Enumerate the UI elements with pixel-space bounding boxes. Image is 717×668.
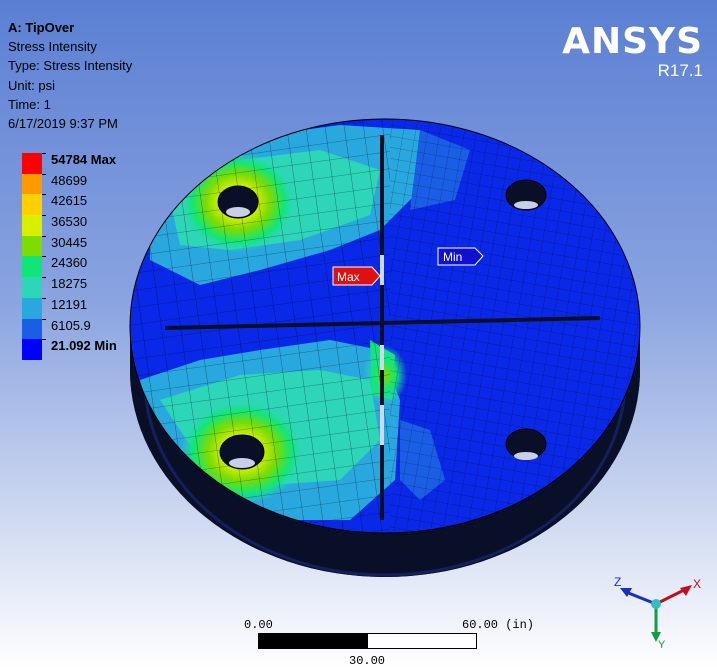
axis-triad[interactable]: X Z Y — [600, 566, 710, 661]
legend-tick — [42, 194, 46, 196]
scale-mid-label: 30.00 — [349, 654, 386, 668]
legend-label: 42615 — [51, 193, 88, 209]
x-axis-arrow: X — [655, 577, 701, 606]
legend-tick — [42, 339, 46, 341]
triad-origin — [651, 599, 661, 609]
legend-label: 54784 Max — [51, 152, 117, 167]
legend-tick — [42, 297, 46, 299]
z-axis-arrow: Z — [614, 575, 657, 606]
y-axis-label: Y — [658, 639, 666, 651]
legend-label: 24360 — [51, 255, 88, 271]
legend-label: 6105.9 — [51, 317, 91, 333]
max-probe-label: Max — [337, 270, 360, 284]
legend-swatch — [22, 215, 42, 236]
logo-text: ANSYS — [562, 21, 703, 62]
legend-label: 18275 — [51, 276, 88, 292]
max-probe[interactable]: Max — [332, 266, 381, 286]
min-probe[interactable]: Min — [437, 247, 484, 266]
result-timestamp: 6/17/2019 9:37 PM — [8, 116, 118, 132]
scale-left-label: 0.00 — [244, 618, 273, 632]
legend-swatch — [22, 153, 42, 174]
legend-tick — [42, 215, 46, 217]
legend-swatch — [22, 173, 42, 195]
result-unit: Unit: psi — [8, 77, 55, 93]
legend-tick — [42, 235, 46, 237]
result-time: Time: 1 — [8, 96, 51, 112]
result-type: Type: Stress Intensity — [8, 58, 133, 74]
legend-swatch — [22, 277, 42, 298]
legend-tick — [42, 153, 46, 154]
legend-tick — [42, 318, 46, 320]
legend-label: 21.092 Min — [51, 338, 117, 354]
legend-swatch — [22, 235, 42, 257]
ansys-logo: ANSYS R17.1 — [562, 24, 703, 82]
result-title: A: TipOver — [8, 20, 75, 35]
z-axis-label: Z — [614, 575, 621, 589]
legend-label: 12191 — [51, 296, 88, 312]
y-axis-arrow: Y — [651, 604, 666, 651]
result-info: A: TipOver Stress Intensity Type: Stress… — [8, 18, 132, 133]
scale-bar — [258, 633, 477, 649]
legend-swatch — [22, 194, 42, 216]
disc-top-face — [130, 119, 640, 533]
legend-label: 48699 — [51, 172, 88, 188]
legend-label: 36530 — [51, 214, 88, 230]
legend-tick — [42, 277, 46, 279]
legend-label: 30445 — [51, 234, 88, 250]
min-probe-label: Min — [443, 250, 462, 264]
bolt-holes — [217, 179, 547, 470]
legend-tick — [42, 256, 46, 258]
scale-right-label: 60.00 (in) — [462, 618, 535, 632]
result-name: Stress Intensity — [8, 39, 97, 55]
legend-swatch — [22, 256, 42, 278]
legend-swatch — [22, 318, 42, 340]
legend-swatch — [22, 339, 42, 360]
x-axis-label: X — [693, 577, 701, 591]
legend-tick — [42, 173, 46, 175]
version-text: R17.1 — [657, 61, 703, 80]
legend-swatch — [22, 297, 42, 319]
